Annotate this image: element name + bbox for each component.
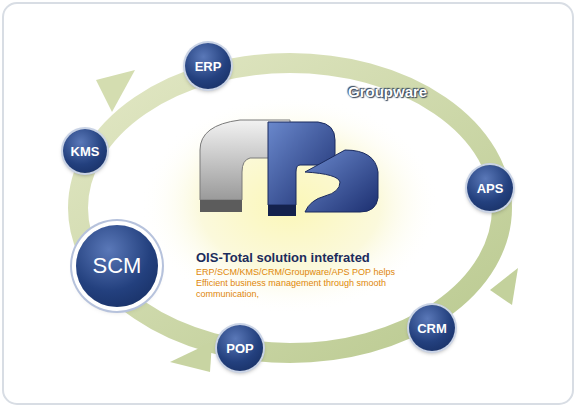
module-circle: POP xyxy=(217,325,263,371)
arrow-head xyxy=(96,70,135,112)
tagline: OIS-Total solution intefrated xyxy=(196,250,370,265)
module-name: KMS xyxy=(71,144,100,159)
module-circle: KMS xyxy=(63,129,107,173)
glow xyxy=(140,95,440,315)
module-name: SCM xyxy=(93,253,142,279)
band-label: Groupware xyxy=(348,83,427,100)
frame xyxy=(3,3,573,404)
arrow-head xyxy=(490,268,518,305)
module-circle: CRM xyxy=(409,305,455,351)
arrow-head xyxy=(170,342,212,372)
module-circle: ERP xyxy=(185,43,231,89)
module-name: CRM xyxy=(417,321,447,336)
description: ERP/SCM/KMS/CRM/Groupware/APS POP helps … xyxy=(196,267,408,300)
module-name: ERP xyxy=(195,59,222,74)
cycle-band xyxy=(78,63,502,353)
logo xyxy=(200,120,378,216)
module-circle: SCM xyxy=(76,225,158,307)
module-name: APS xyxy=(477,181,504,196)
module-name: POP xyxy=(226,341,253,356)
module-circle: APS xyxy=(467,165,513,211)
